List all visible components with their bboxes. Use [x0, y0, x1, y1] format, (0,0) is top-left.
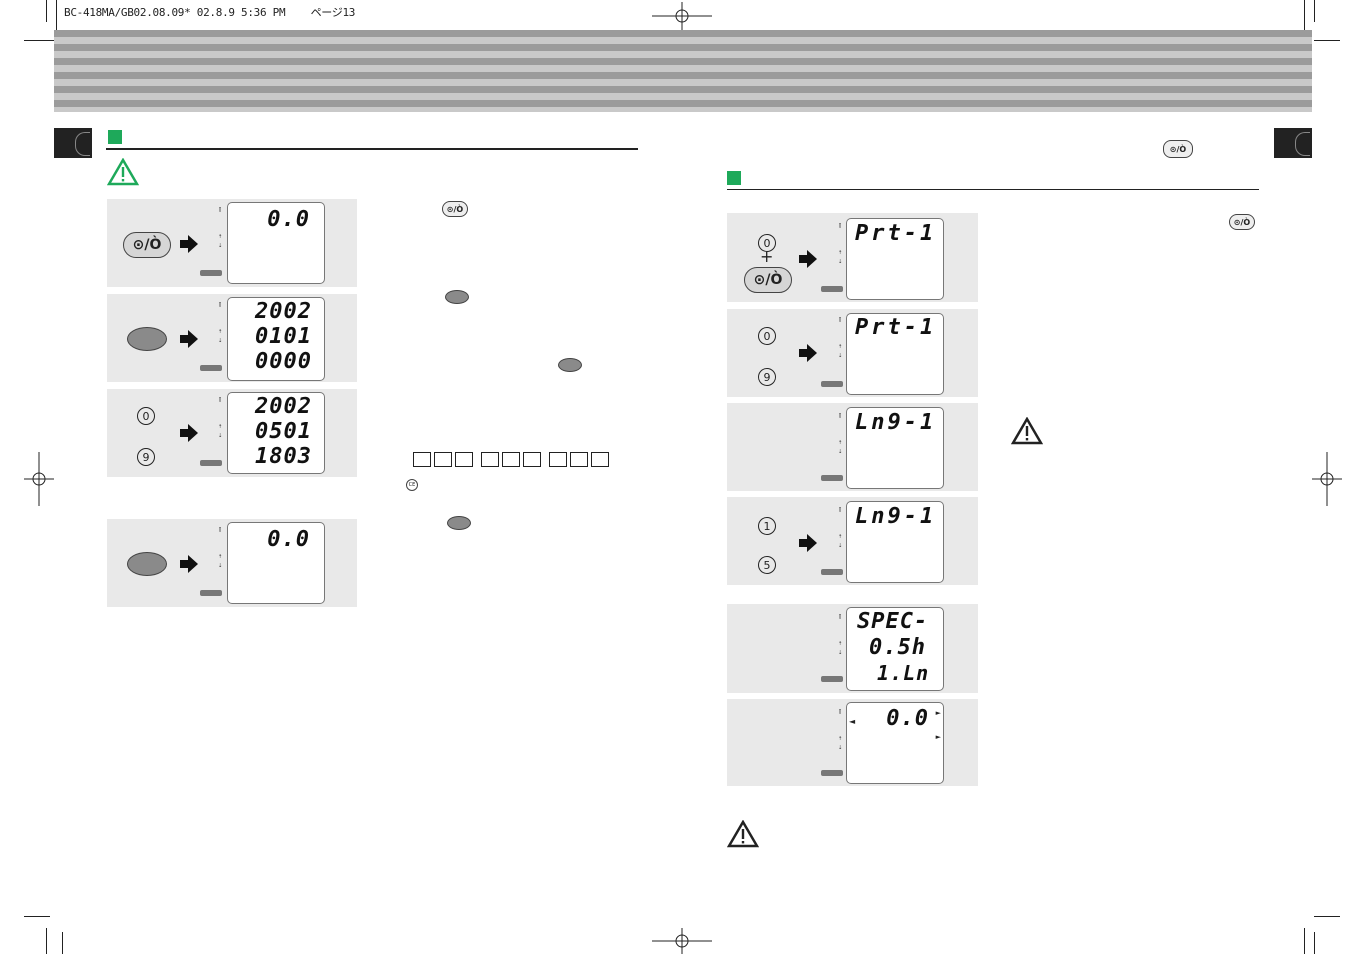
arrow-right-icon	[180, 424, 198, 442]
crop-mark	[1304, 928, 1305, 954]
warning-icon	[1011, 417, 1043, 445]
indicator-bar	[821, 770, 843, 776]
lcd-display: Ln9-1	[846, 501, 944, 583]
crop-mark	[1304, 0, 1305, 30]
power-button-inline[interactable]: ⊙/Ò	[1163, 140, 1193, 158]
crop-mark	[24, 916, 50, 917]
section-rule	[727, 189, 1259, 190]
setup-panel-2: 0 9 ▯⇡⇣ Prt-1	[727, 309, 978, 397]
crop-mark	[46, 0, 47, 22]
lcd-display: 0.0	[227, 202, 325, 284]
pointer-icon: ◄	[849, 717, 856, 726]
warning-icon	[727, 820, 759, 848]
pointer-right-icon: ►	[935, 733, 941, 741]
indicator-bar	[200, 590, 222, 596]
lcd-side-icons: ▯⇡⇣	[838, 411, 843, 455]
registration-mark-icon	[652, 2, 712, 30]
lcd-display: SPEC- 0.5h 1.Ln	[846, 607, 944, 691]
lcd-side-icons: ▯⇡⇣	[218, 395, 223, 439]
lcd-side-icons: ▯⇡⇣	[218, 525, 223, 569]
crop-mark	[62, 932, 63, 954]
crop-mark	[56, 0, 57, 30]
lcd-side-icons: ▯⇡⇣	[218, 205, 223, 249]
setup-panel-4: 1 5 ▯⇡⇣ Ln9-1	[727, 497, 978, 585]
header-file-info: BC-418MA/GB02.08.09* 02.8.9 5:36 PM ページ1…	[64, 6, 356, 19]
indicator-bar	[821, 381, 843, 387]
arrow-right-icon	[799, 344, 817, 362]
registration-mark-icon	[652, 928, 712, 954]
setup-panel-1: 0 + ⊙/Ò ▯⇡⇣ Prt-1	[727, 213, 978, 302]
arrow-right-icon	[180, 330, 198, 348]
lcd-side-icons: ▯⇡⇣	[838, 707, 843, 751]
lcd-display: 2002 0101 0000	[227, 297, 325, 381]
code-boxes	[481, 452, 541, 467]
page-tab-left	[54, 128, 92, 158]
power-button-inline[interactable]: ⊙/Ò	[1229, 214, 1255, 230]
arrow-right-icon	[180, 555, 198, 573]
crop-mark	[1314, 0, 1315, 22]
key-5-icon[interactable]: 5	[758, 556, 776, 574]
crop-mark	[24, 40, 54, 41]
section-rule	[106, 148, 638, 150]
set-button-inline[interactable]	[558, 358, 582, 372]
crop-mark	[1314, 40, 1340, 41]
set-button[interactable]	[127, 552, 167, 576]
arrow-right-icon	[799, 250, 817, 268]
code-boxes	[413, 452, 473, 467]
pointer-right-icon: ►	[935, 709, 941, 717]
crop-mark	[1314, 916, 1340, 917]
step-panel-4: ▯⇡⇣ ◄ 0.0	[107, 519, 357, 607]
indicator-bar	[200, 270, 222, 276]
lcd-display: 2002 0501 1803	[227, 392, 325, 474]
step-panel-1: ⊙/Ò ▯⇡⇣ ◄ 0.0	[107, 199, 357, 287]
indicator-bar	[821, 676, 843, 682]
lcd-display: Ln9-1	[846, 407, 944, 489]
section-marker-icon	[108, 130, 122, 144]
set-button-inline[interactable]	[447, 516, 471, 530]
indicator-bar	[821, 475, 843, 481]
lcd-display: 0.0	[227, 522, 325, 604]
setup-panel-3: ▯⇡⇣ Ln9-1	[727, 403, 978, 491]
lcd-side-icons: ▯⇡⇣	[218, 300, 223, 344]
plus-sign: +	[760, 247, 774, 266]
registration-mark-icon	[24, 452, 54, 506]
lcd-display: Prt-1	[846, 218, 944, 300]
key-1-icon[interactable]: 1	[758, 517, 776, 535]
header-stripe-band	[54, 30, 1312, 112]
code-boxes	[549, 452, 609, 467]
section-marker-icon	[727, 171, 741, 185]
power-button-inline[interactable]: ⊙/Ò	[442, 201, 468, 217]
indicator-bar	[200, 460, 222, 466]
lcd-display: ◄ ► ► 0.0	[846, 702, 944, 784]
step-panel-2: ▯⇡⇣ 2002 0101 0000	[107, 294, 357, 382]
registration-mark-icon	[1312, 452, 1342, 506]
step-panel-3: 0 9 ▯⇡⇣ 2002 0501 1803	[107, 389, 357, 477]
key-9-icon[interactable]: 9	[137, 448, 155, 466]
power-button[interactable]: ⊙/Ò	[744, 267, 792, 293]
indicator-bar	[821, 569, 843, 575]
power-button[interactable]: ⊙/Ò	[123, 232, 171, 258]
set-button-inline[interactable]	[445, 290, 469, 304]
crop-mark	[1314, 932, 1315, 954]
indicator-bar	[821, 286, 843, 292]
lcd-side-icons: ▯⇡⇣	[838, 612, 843, 656]
warning-icon	[107, 158, 139, 186]
set-button[interactable]	[127, 327, 167, 351]
arrow-right-icon	[180, 235, 198, 253]
key-0-icon[interactable]: 0	[758, 327, 776, 345]
key-9-icon[interactable]: 9	[758, 368, 776, 386]
lcd-side-icons: ▯⇡⇣	[838, 221, 843, 265]
setup-panel-6: ▯⇡⇣ ◄ ► ► 0.0	[727, 699, 978, 786]
indicator-bar	[200, 365, 222, 371]
setup-panel-5: ▯⇡⇣ SPEC- 0.5h 1.Ln	[727, 604, 978, 693]
ce-key-icon: CE	[406, 479, 418, 491]
key-0-icon[interactable]: 0	[758, 234, 776, 252]
lcd-display: Prt-1	[846, 313, 944, 395]
page-tab-right	[1274, 128, 1312, 158]
lcd-side-icons: ▯⇡⇣	[838, 505, 843, 549]
lcd-side-icons: ▯⇡⇣	[838, 315, 843, 359]
crop-mark	[46, 928, 47, 954]
key-0-icon[interactable]: 0	[137, 407, 155, 425]
arrow-right-icon	[799, 534, 817, 552]
